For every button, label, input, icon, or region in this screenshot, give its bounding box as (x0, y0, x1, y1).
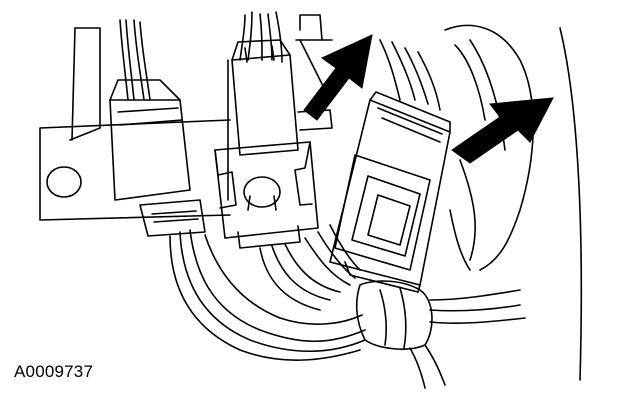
lower-wires (169, 224, 446, 389)
callout-arrow-right (451, 97, 554, 164)
connector-left (214, 39, 333, 249)
callout-arrow-left (303, 34, 373, 121)
harness-wrap (355, 24, 534, 350)
connector-right (329, 91, 451, 293)
left-bracket (109, 79, 206, 237)
arrow-icon (303, 34, 373, 121)
mounting-hole (46, 166, 82, 198)
upper-wires (119, 11, 441, 111)
background-panel (39, 14, 583, 381)
figure-reference-code: A0009737 (14, 362, 94, 381)
arrow-icon (451, 97, 554, 164)
